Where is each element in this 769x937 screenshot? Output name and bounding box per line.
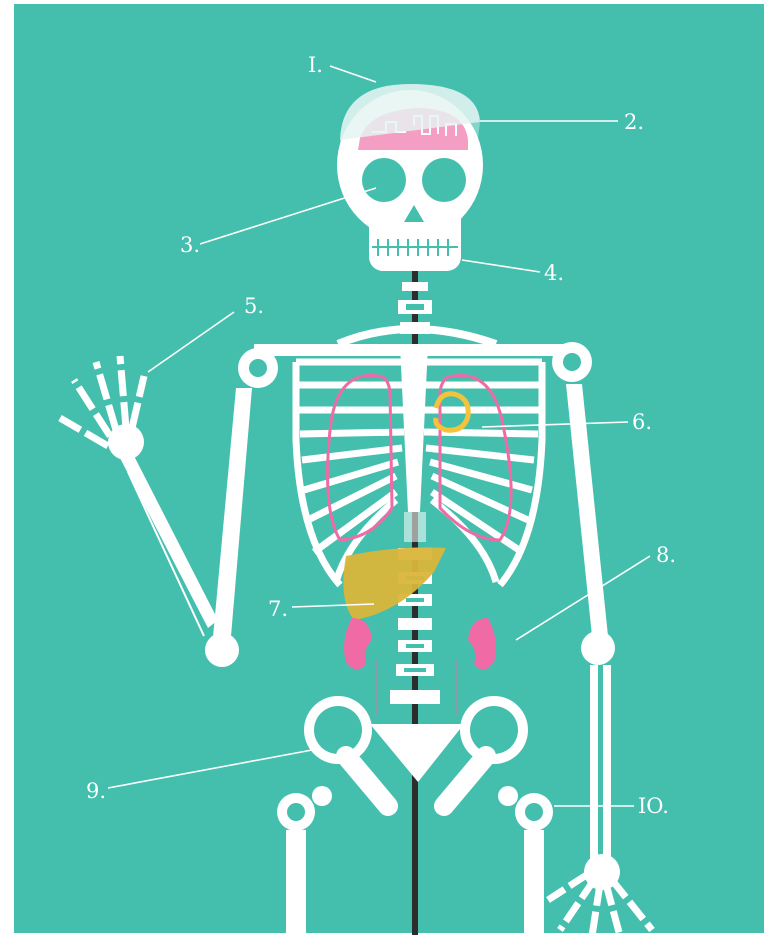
label-6: 6.	[632, 410, 652, 434]
label-4: 4.	[544, 261, 564, 285]
label-2: 2.	[624, 110, 644, 134]
label-10: IO.	[638, 794, 669, 818]
label-5: 5.	[244, 294, 264, 318]
label-7: 7.	[268, 597, 288, 621]
label-1: I.	[308, 53, 323, 77]
label-9: 9.	[86, 779, 106, 803]
label-8: 8.	[656, 543, 676, 567]
label-3: 3.	[180, 233, 200, 257]
